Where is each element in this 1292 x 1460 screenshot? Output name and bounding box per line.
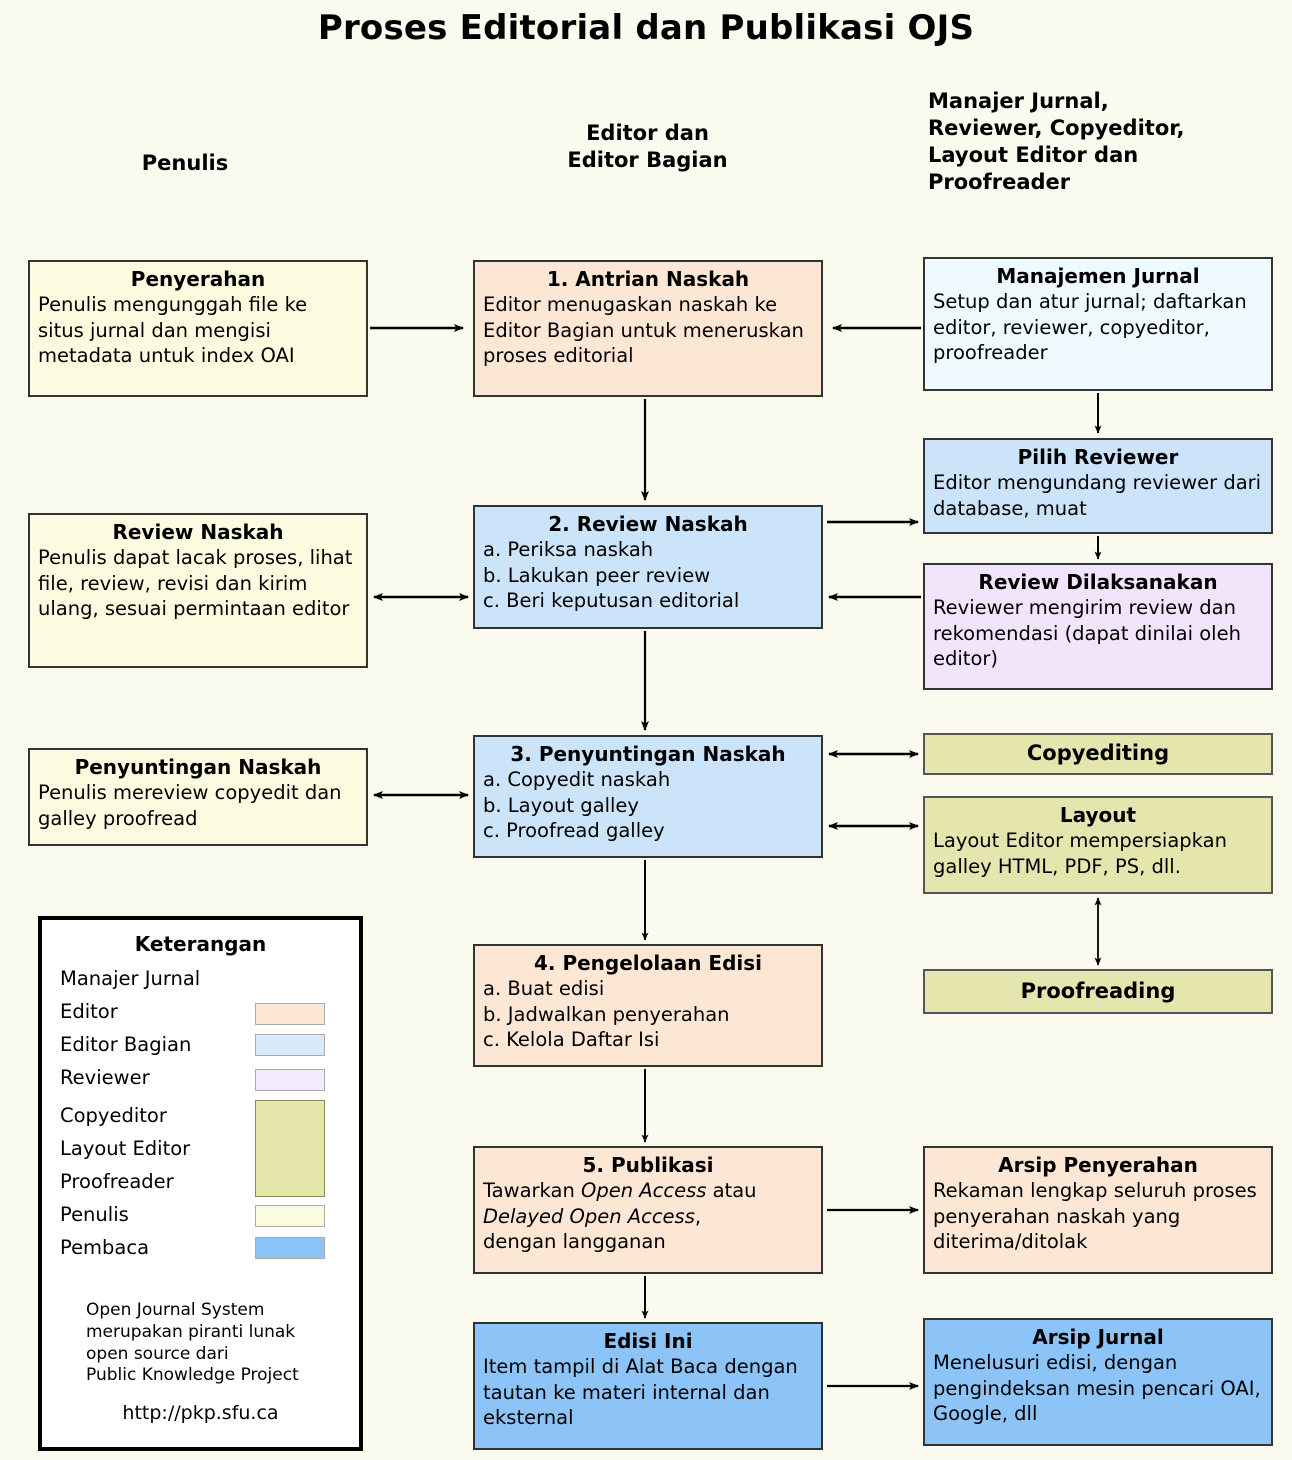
box-title: 3. Penyuntingan Naskah xyxy=(510,742,786,766)
box-body: Reviewer mengirim review dan rekomendasi… xyxy=(933,596,1241,671)
step-item: c. Kelola Daftar Isi xyxy=(483,1028,660,1052)
box-edisi-ini[interactable]: Edisi Ini Item tampil di Alat Baca denga… xyxy=(473,1322,823,1450)
legend-row-manajer-jurnal: Manajer Jurnal xyxy=(42,964,359,997)
box-title: 1. Antrian Naskah xyxy=(546,267,750,291)
box-title: Pilih Reviewer xyxy=(1017,445,1179,469)
box-arsip-jurnal[interactable]: Arsip Jurnal Menelusuri edisi, dengan pe… xyxy=(923,1318,1273,1446)
step-item: a. Periksa naskah xyxy=(483,538,654,561)
box-title: 5. Publikasi xyxy=(582,1153,714,1177)
box-body: Penulis mengunggah file ke situs jurnal … xyxy=(38,293,308,368)
legend-swatch-penulis xyxy=(255,1205,325,1227)
box-title: Manajemen Jurnal xyxy=(996,264,1200,288)
step-item: c. Proofread galley xyxy=(483,819,665,843)
box-body: Rekaman lengkap seluruh proses penyeraha… xyxy=(933,1179,1257,1254)
box-title: Arsip Jurnal xyxy=(1032,1325,1164,1349)
box-body: Layout Editor mempersiapkan galley HTML,… xyxy=(933,829,1227,878)
legend-swatch-pembaca xyxy=(255,1237,325,1259)
box-pilih-reviewer[interactable]: Pilih Reviewer Editor mengundang reviewe… xyxy=(923,438,1273,534)
box-review-naskah[interactable]: 2. Review Naskah a. Periksa naskah b. La… xyxy=(473,505,823,629)
step-item: b. Jadwalkan penyerahan xyxy=(483,1002,730,1026)
legend-label: Layout Editor xyxy=(60,1137,191,1160)
legend-row-reviewer: Reviewer xyxy=(42,1063,359,1101)
box-title: Proofreading xyxy=(1020,978,1176,1003)
step-item: a. Buat edisi xyxy=(483,977,605,1000)
box-steps: a. Buat edisi b. Jadwalkan penyerahan c.… xyxy=(483,976,813,1053)
legend-note: Open Journal System merupakan piranti lu… xyxy=(86,1300,299,1386)
legend-label: Editor xyxy=(60,1000,118,1023)
box-review-naskah-penulis[interactable]: Review Naskah Penulis dapat lacak proses… xyxy=(28,513,368,668)
box-steps: a. Periksa naskah b. Lakukan peer review… xyxy=(483,537,813,614)
legend-swatch-editor-bagian xyxy=(255,1034,325,1056)
box-body: Setup dan atur jurnal; daftarkan editor,… xyxy=(933,290,1247,365)
box-body-line3: dengan langganan xyxy=(483,1230,666,1254)
box-title: 4. Pengelolaan Edisi xyxy=(533,951,763,975)
box-body: Penulis dapat lacak proses, lihat file, … xyxy=(38,546,353,621)
box-penyuntingan-naskah-penulis[interactable]: Penyuntingan Naskah Penulis mereview cop… xyxy=(28,748,368,846)
page-title: Proses Editorial dan Publikasi OJS xyxy=(317,8,975,48)
step-item: c. Beri keputusan editorial xyxy=(483,589,740,613)
legend-label: Manajer Jurnal xyxy=(60,967,201,990)
legend-label: Copyeditor xyxy=(60,1104,167,1127)
box-title: Layout xyxy=(1059,803,1137,827)
legend-row-copyeditor: Copyeditor xyxy=(42,1101,359,1134)
legend-label: Editor Bagian xyxy=(60,1033,192,1056)
legend-label: Pembaca xyxy=(60,1236,150,1259)
box-proofreading[interactable]: Proofreading xyxy=(923,969,1273,1014)
legend-row-editor-bagian: Editor Bagian xyxy=(42,1030,359,1063)
publikasi-em1: Open Access xyxy=(581,1179,707,1202)
column-header-manajer: Manajer Jurnal, Reviewer, Copyeditor, La… xyxy=(928,89,1185,194)
legend-row-layout-editor: Layout Editor xyxy=(42,1134,359,1167)
legend-url: http://pkp.sfu.ca xyxy=(122,1402,279,1424)
box-copyediting[interactable]: Copyediting xyxy=(923,733,1273,775)
legend-label: Penulis xyxy=(60,1203,129,1226)
box-title: Arsip Penyerahan xyxy=(998,1153,1198,1177)
legend-panel: Keterangan Manajer Jurnal Editor Editor … xyxy=(38,916,363,1451)
box-steps: a. Copyedit naskah b. Layout galley c. P… xyxy=(483,767,813,844)
box-antrian-naskah[interactable]: 1. Antrian Naskah Editor menugaskan nask… xyxy=(473,260,823,397)
column-header-penulis: Penulis xyxy=(141,151,229,175)
box-penyerahan[interactable]: Penyerahan Penulis mengunggah file ke si… xyxy=(28,260,368,397)
box-manajemen-jurnal[interactable]: Manajemen Jurnal Setup dan atur jurnal; … xyxy=(923,257,1273,391)
box-layout[interactable]: Layout Layout Editor mempersiapkan galle… xyxy=(923,796,1273,894)
box-arsip-penyerahan[interactable]: Arsip Penyerahan Rekaman lengkap seluruh… xyxy=(923,1146,1273,1274)
box-body: Item tampil di Alat Baca dengan tautan k… xyxy=(483,1355,798,1430)
legend-row-penulis: Penulis xyxy=(42,1200,359,1233)
box-body: Editor mengundang reviewer dari database… xyxy=(933,471,1262,520)
publikasi-pre: Tawarkan xyxy=(483,1179,582,1202)
column-header-editor: Editor dan Editor Bagian xyxy=(567,121,728,172)
box-body-line1: Tawarkan Open Access atau xyxy=(483,1178,813,1204)
legend-title: Keterangan xyxy=(134,932,267,956)
legend-row-editor: Editor xyxy=(42,997,359,1030)
box-title: 2. Review Naskah xyxy=(548,512,748,536)
box-penyuntingan-naskah[interactable]: 3. Penyuntingan Naskah a. Copyedit naska… xyxy=(473,735,823,858)
box-body: Penulis mereview copyedit dan galley pro… xyxy=(38,781,342,830)
legend-swatch-editor xyxy=(255,1003,325,1025)
box-publikasi[interactable]: 5. Publikasi Tawarkan Open Access atau D… xyxy=(473,1146,823,1274)
legend-label: Proofreader xyxy=(60,1170,174,1193)
box-title: Edisi Ini xyxy=(603,1329,693,1353)
box-pengelolaan-edisi[interactable]: 4. Pengelolaan Edisi a. Buat edisi b. Ja… xyxy=(473,944,823,1067)
publikasi-post: atau xyxy=(706,1179,757,1202)
box-title: Review Dilaksanakan xyxy=(978,570,1218,594)
step-item: b. Layout galley xyxy=(483,793,639,817)
box-title: Penyerahan xyxy=(130,267,266,291)
box-title: Review Naskah xyxy=(112,520,284,544)
box-body: Editor menugaskan naskah ke Editor Bagia… xyxy=(483,293,804,368)
box-title: Penyuntingan Naskah xyxy=(74,755,322,779)
box-body: Menelusuri edisi, dengan pengindeksan me… xyxy=(933,1351,1261,1426)
legend-row-proofreader: Proofreader xyxy=(42,1100,359,1200)
step-item: a. Copyedit naskah xyxy=(483,768,671,791)
publikasi-comma: , xyxy=(694,1204,702,1228)
step-item: b. Lakukan peer review xyxy=(483,563,711,587)
legend-swatch-copyeditor-group xyxy=(255,1100,325,1197)
legend-label: Reviewer xyxy=(60,1066,150,1089)
legend-swatch-reviewer xyxy=(255,1069,325,1091)
box-review-dilaksanakan[interactable]: Review Dilaksanakan Reviewer mengirim re… xyxy=(923,563,1273,690)
box-title: Copyediting xyxy=(1026,741,1170,766)
box-body-line2: Delayed Open Access, xyxy=(483,1204,813,1230)
legend-row-pembaca: Pembaca xyxy=(42,1233,359,1266)
publikasi-em2: Delayed Open Access xyxy=(483,1204,695,1228)
